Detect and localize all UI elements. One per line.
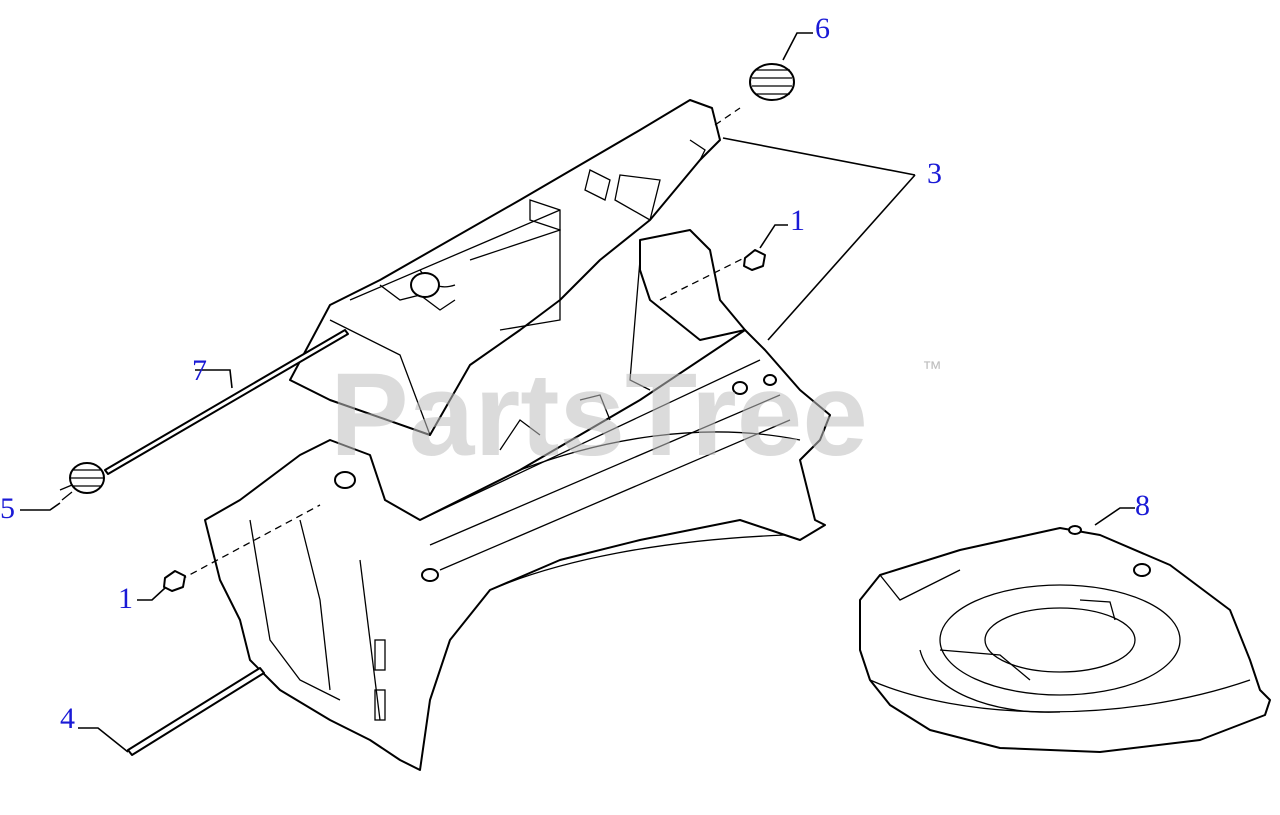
leader-7 xyxy=(195,369,233,389)
callout-8: 8 xyxy=(1135,489,1150,522)
leader-3a xyxy=(722,137,916,176)
callout-4: 4 xyxy=(60,702,75,735)
axis-line-lower xyxy=(179,504,321,581)
leader-1-lower xyxy=(137,587,166,601)
torsion-spring-upper xyxy=(749,63,795,101)
axis-line-upper xyxy=(659,254,751,301)
pivot-rod xyxy=(127,667,265,756)
hinge-rod xyxy=(104,329,349,475)
rear-shield xyxy=(289,99,721,436)
leader-8 xyxy=(1094,507,1135,526)
callout-1-upper: 1 xyxy=(790,204,805,237)
leader-1-upper xyxy=(759,224,788,249)
rear-housing xyxy=(204,229,831,771)
leader-4 xyxy=(78,727,129,753)
watermark-text: PartsTree xyxy=(330,349,868,481)
callout-1-lower: 1 xyxy=(118,582,133,615)
callout-6: 6 xyxy=(815,12,830,45)
leader-5 xyxy=(20,502,61,511)
nut-upper xyxy=(743,249,766,271)
nut-lower xyxy=(163,570,186,592)
deck-cover xyxy=(859,525,1271,753)
leader-lines xyxy=(20,32,1135,753)
callout-7: 7 xyxy=(192,354,207,387)
axis-line-spring xyxy=(714,107,741,126)
watermark-trademark: ™ xyxy=(922,358,942,380)
callout-5: 5 xyxy=(0,492,15,525)
leader-3b xyxy=(767,174,916,341)
leader-6 xyxy=(782,32,813,61)
torsion-spring-left xyxy=(59,462,105,501)
callout-3: 3 xyxy=(927,157,942,190)
